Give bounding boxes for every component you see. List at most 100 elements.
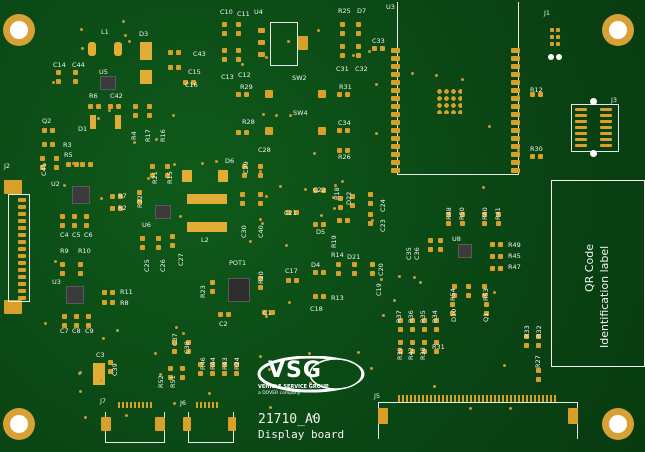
designator-r20: R20 [257, 271, 265, 284]
designator-q1: Q1 [482, 312, 490, 322]
designator-r9: R9 [60, 247, 69, 255]
designator-r50: R50 [458, 207, 466, 220]
designator-r19: R19 [330, 235, 338, 248]
via [269, 406, 272, 409]
designator-r17: R17 [144, 129, 152, 142]
via [265, 56, 268, 59]
c3-pad [93, 363, 105, 385]
designator-c17: C17 [285, 267, 298, 275]
passive-pad [321, 294, 326, 299]
passive-pad [530, 154, 535, 159]
via [173, 163, 176, 166]
designator-r31: R31 [339, 83, 352, 91]
module-pad [511, 152, 520, 157]
module-pad [391, 64, 400, 69]
passive-pad [258, 276, 263, 281]
passive-pad [498, 254, 503, 259]
j2-pad [18, 282, 26, 286]
designator-c28: C28 [258, 146, 271, 154]
sw2-pad [258, 52, 265, 57]
j2-pad [18, 219, 26, 223]
designator-r28: R28 [242, 118, 255, 126]
via [259, 355, 262, 358]
via [159, 373, 162, 376]
designator-j5: J5 [374, 392, 381, 400]
designator-r42: R42 [407, 347, 415, 360]
passive-pad [110, 300, 115, 305]
j3-pad [600, 120, 612, 123]
passive-pad [118, 206, 123, 211]
passive-pad [345, 218, 350, 223]
passive-pad [380, 46, 385, 51]
designator-r43: R43 [221, 357, 229, 370]
passive-pad [42, 142, 47, 147]
passive-pad [340, 53, 345, 58]
passive-pad [398, 318, 403, 323]
passive-pad [536, 334, 541, 339]
j2-pad [18, 240, 26, 244]
j6-pins [196, 402, 220, 408]
passive-pad [110, 290, 115, 295]
passive-pad [222, 22, 227, 27]
designator-r40: R40 [481, 207, 489, 220]
passive-pad [72, 214, 77, 219]
via [265, 315, 268, 318]
designator-r18: R18 [333, 187, 341, 200]
logo-text: VSG [268, 358, 322, 383]
designator-c27: C27 [177, 253, 185, 266]
module-pad [511, 56, 520, 61]
via [97, 117, 100, 120]
designator-r34: R34 [431, 310, 439, 323]
passive-pad [210, 362, 215, 367]
designator-u4: U4 [254, 8, 263, 16]
passive-pad [460, 212, 465, 217]
via [128, 40, 131, 43]
passive-pad [60, 214, 65, 219]
designator-c41: C41 [40, 163, 48, 176]
module-pad [511, 72, 520, 77]
passive-pad [234, 371, 239, 376]
via [493, 291, 496, 294]
passive-pad [172, 340, 177, 345]
j3-pad [600, 138, 612, 141]
designator-r12: R12 [530, 86, 543, 94]
passive-pad [80, 162, 85, 167]
designator-r45: R45 [508, 252, 521, 260]
module-pad [391, 56, 400, 61]
via [352, 54, 355, 57]
designator-c26: C26 [159, 259, 167, 272]
ic-u5 [100, 76, 116, 90]
via [313, 152, 316, 155]
via [288, 301, 291, 304]
passive-pad [110, 206, 115, 211]
j3-pad [600, 108, 612, 111]
passive-pad [140, 245, 145, 250]
passive-pad [226, 312, 231, 317]
board-code: 21710_A0 [258, 412, 321, 427]
passive-pad [137, 199, 142, 204]
via [215, 160, 218, 163]
via [308, 352, 311, 355]
passive-pad [236, 31, 241, 36]
via [268, 368, 271, 371]
designator-u3: U3 [386, 3, 395, 11]
designator-r3: R3 [63, 141, 72, 149]
designator-c10: C10 [220, 8, 233, 16]
passive-pad [398, 349, 403, 354]
passive-pad [482, 221, 487, 226]
passive-pad [165, 173, 170, 178]
designator-r8: R8 [120, 299, 129, 307]
passive-pad [165, 164, 170, 169]
d6-pad [182, 170, 192, 182]
designator-r21: R21 [151, 171, 159, 184]
passive-pad [258, 173, 263, 178]
passive-pad [530, 92, 535, 97]
passive-pad [452, 293, 457, 298]
via [375, 83, 378, 86]
passive-pad [498, 266, 503, 271]
via [320, 214, 323, 217]
designator-r44: R44 [209, 357, 217, 370]
ic-u6 [155, 205, 171, 219]
designator-r16: R16 [159, 129, 167, 142]
passive-pad [198, 371, 203, 376]
